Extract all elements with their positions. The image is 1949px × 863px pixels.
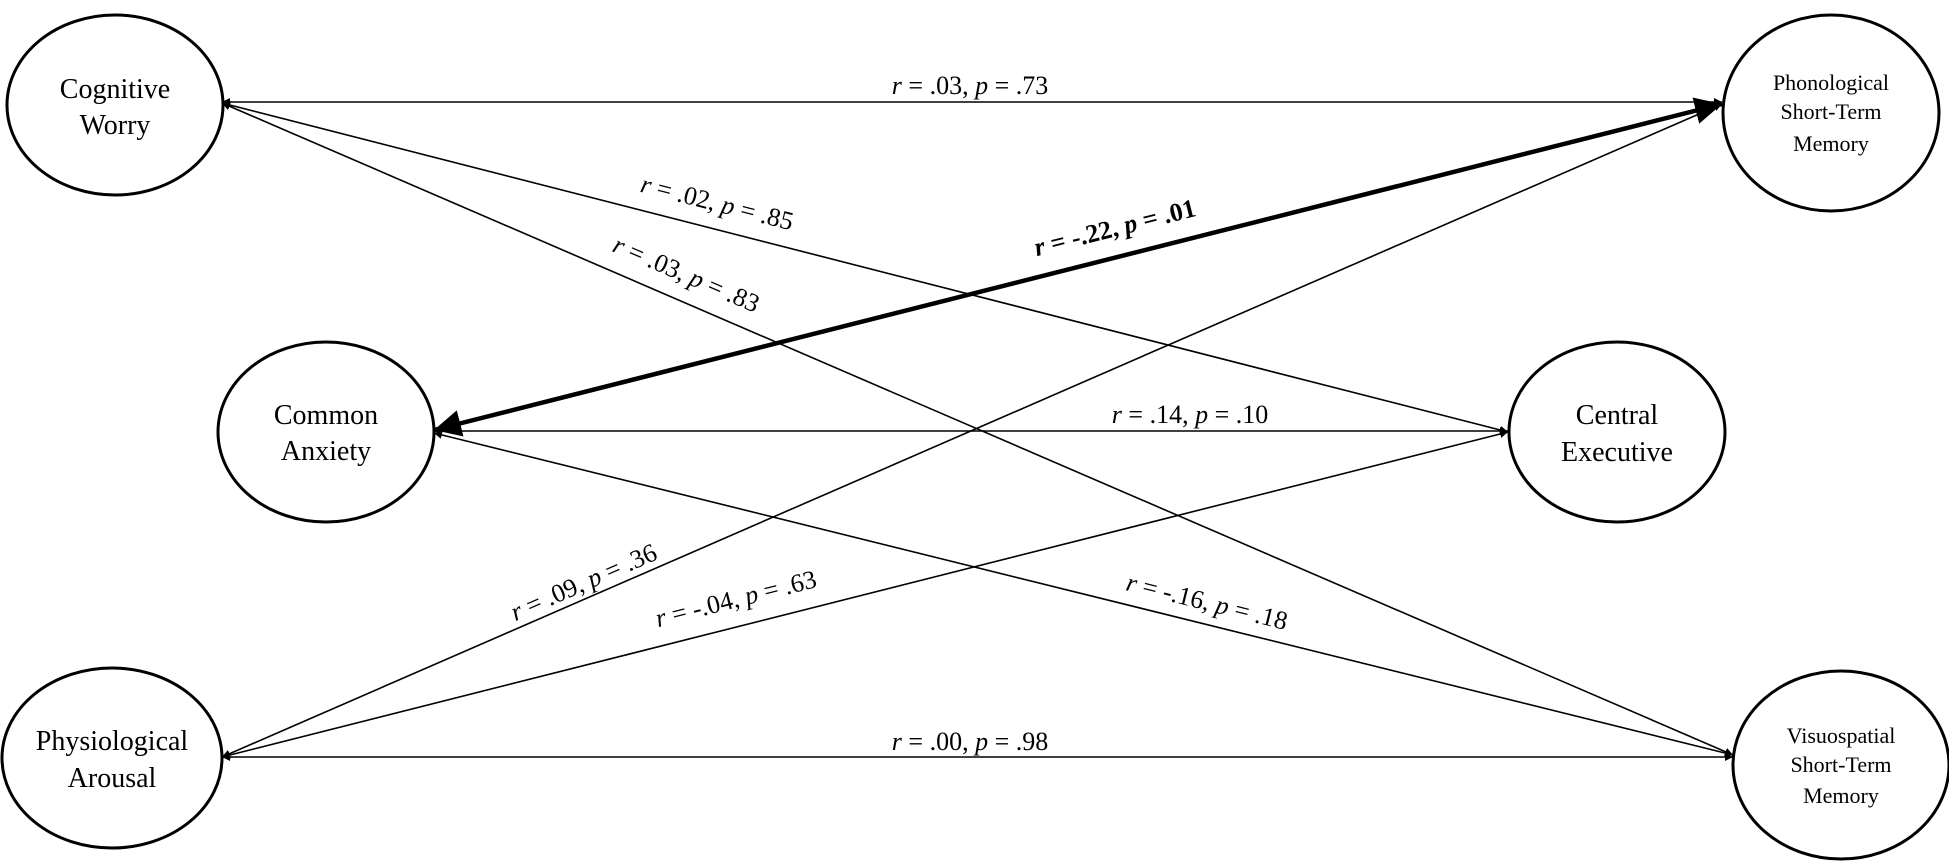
node-label-line: Short-Term (1780, 99, 1881, 124)
edge-physiological-central-executive (221, 430, 1509, 759)
node-label-line: Physiological (36, 726, 189, 757)
edge-label-ca-vis: r = -.16, p = .18 (1123, 568, 1290, 636)
edge-label-pa-vis: r = .00, p = .98 (892, 727, 1048, 756)
node-central-executive: Central Executive (1507, 340, 1727, 524)
node-label-line: Visuospatial (1787, 723, 1896, 748)
edge-label-ca-ce: r = .14, p = .10 (1112, 400, 1268, 429)
edge-labels: r = .03, p = .73 r = .02, p = .85 r = .0… (506, 71, 1291, 756)
node-label-line: Memory (1793, 131, 1869, 156)
node-phonological-short-term-memory: Phonological Short-Term Memory (1721, 13, 1941, 213)
node-label-line: Phonological (1773, 70, 1889, 95)
node-label-line: Central (1576, 400, 1659, 431)
node-label-line: Executive (1561, 437, 1673, 468)
node-label-line: Cognitive (60, 74, 170, 105)
node-cognitive-worry: Cognitive Worry (5, 13, 225, 197)
edge-label-pa-ce: r = -.04, p = .63 (652, 564, 819, 633)
node-label-line: Memory (1803, 783, 1879, 808)
edge-label-pa-phon: r = .09, p = .36 (506, 538, 661, 627)
node-label-line: Anxiety (281, 436, 371, 467)
node-visuospatial-short-term-memory: Visuospatial Short-Term Memory (1731, 669, 1949, 861)
node-label-line: Short-Term (1790, 752, 1891, 777)
node-common-anxiety: Common Anxiety (216, 340, 436, 524)
edge-label-cw-ce: r = .02, p = .85 (638, 169, 797, 236)
node-label-line: Worry (80, 110, 151, 141)
edge-label-ca-phon: r = -.22, p = .01 (1031, 193, 1199, 262)
edge-cognitive-worry-visuospatial (221, 102, 1734, 756)
edges (221, 97, 1734, 761)
node-physiological-arousal: Physiological Arousal (0, 666, 224, 850)
edge-label-cw-vis: r = .03, p = .83 (609, 230, 764, 319)
edge-label-cw-phon: r = .03, p = .73 (892, 71, 1048, 100)
node-label-line: Common (274, 400, 378, 431)
node-label-line: Arousal (68, 763, 157, 794)
